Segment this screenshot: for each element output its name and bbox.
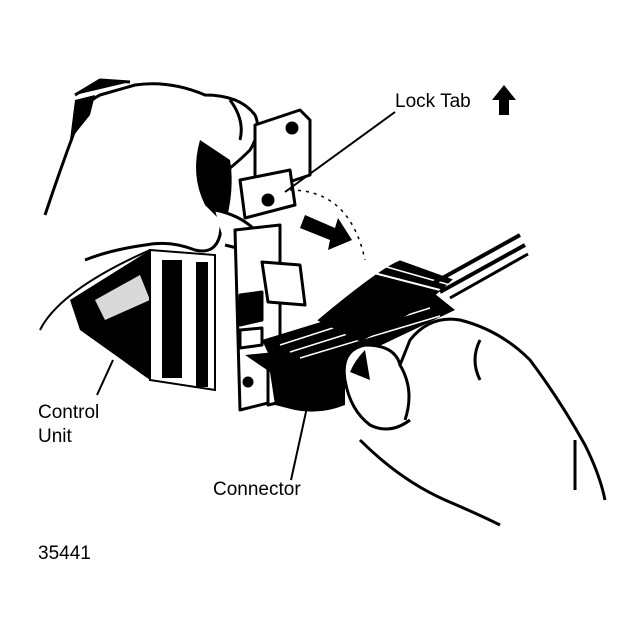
figure-number: 35441 xyxy=(38,543,91,564)
right-hand xyxy=(342,317,607,527)
up-arrow-icon xyxy=(492,85,516,115)
lock-tab-label: Lock Tab xyxy=(395,91,471,112)
connector-leader xyxy=(290,379,314,481)
control-unit-housing xyxy=(39,248,216,392)
pull-direction-arrow xyxy=(300,215,352,250)
control-unit-leader xyxy=(96,359,114,396)
connector-label: Connector xyxy=(213,479,301,500)
connector-swing-path xyxy=(289,189,366,261)
control-label: Control xyxy=(38,402,100,423)
unit-label: Unit xyxy=(38,426,72,447)
wire-harness xyxy=(317,233,529,342)
left-hand xyxy=(43,78,260,262)
lock-tab-leader xyxy=(284,111,396,193)
